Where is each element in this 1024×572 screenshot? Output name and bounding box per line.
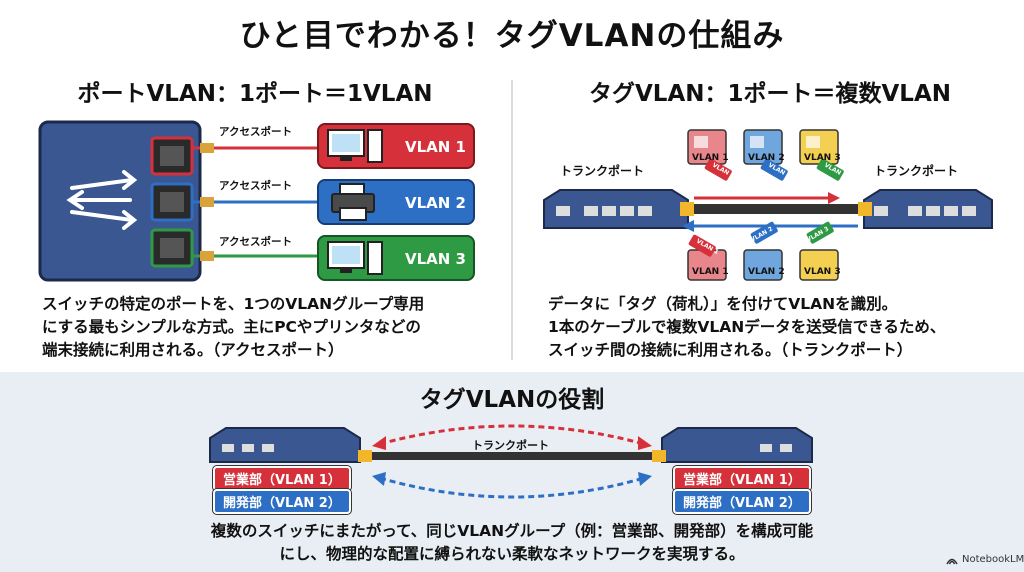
role-trunk-cable — [368, 452, 656, 460]
trunk-switch-right — [863, 189, 993, 229]
page-title: ひと目でわかる！タグVLANの仕組み — [239, 18, 785, 54]
packet-label-vlan-1-bottom: VLAN 1 — [692, 267, 729, 277]
pc-icon — [327, 241, 383, 275]
packet-label-vlan-3-bottom: VLAN 3 — [804, 267, 841, 277]
trunk-port-label-left: トランクポート — [560, 164, 645, 178]
access-port-label-1: アクセスポート — [219, 126, 292, 138]
tag-vlan-description: データに「タグ（荷札）」を付けてVLANを識別。 1本のケーブルで複数VLANデ… — [548, 295, 946, 359]
packet-label-vlan-1-top: VLAN 1 — [692, 153, 729, 163]
port-3 — [150, 228, 194, 268]
port-1 — [150, 136, 194, 176]
tag-vlan-role-heading: タグVLANの役割 — [419, 387, 605, 413]
tag-vlan-role-diagram — [209, 424, 813, 499]
role-switch-right — [661, 427, 813, 463]
port-vlan-description: スイッチの特定のポートを、1つのVLANグループ専用 にする最もシンプルな方式。… — [42, 295, 425, 359]
printer-icon — [331, 183, 375, 221]
packet-vlan-3-bottom — [799, 221, 839, 281]
packet-vlan-1-bottom — [687, 234, 727, 281]
tag-vlan-role-description: 複数のスイッチにまたがって、同じVLANグループ（例：営業部、開発部）を構成可能… — [210, 522, 814, 563]
connector-1 — [200, 143, 214, 153]
vlan-2-label: VLAN 2 — [405, 194, 466, 212]
tag-vlan-diagram: VLAN 1 VLAN 2 VLAN 3 VLAN 1 VLAN 2 VLAN … — [543, 129, 993, 281]
packet-vlan-1-top — [687, 129, 732, 181]
packet-label-vlan-2-top: VLAN 2 — [748, 153, 785, 163]
switching-arrows-icon — [66, 170, 138, 230]
arrow-right — [694, 192, 840, 204]
port-vlan-heading: ポートVLAN：1ポート＝1VLAN — [77, 81, 433, 107]
vlan-1-label: VLAN 1 — [405, 138, 466, 156]
port-vlan-diagram: VLAN 1 VLAN 2 VLAN 3 — [38, 120, 475, 282]
bottom-section-background — [0, 372, 1024, 572]
dept-dev-left: 開発部（VLAN 2） — [213, 489, 351, 514]
dept-dev-right: 開発部（VLAN 2） — [673, 489, 811, 514]
notebooklm-logo-icon — [946, 558, 958, 564]
packet-label-vlan-2-bottom: VLAN 2 — [748, 267, 785, 277]
dept-sales-left: 営業部（VLAN 1） — [213, 466, 351, 491]
notebooklm-watermark: NotebookLM — [946, 554, 1024, 565]
packet-label-vlan-3-top: VLAN 3 — [804, 153, 841, 163]
role-trunk-port-label: トランクポート — [472, 439, 549, 452]
connector-3 — [200, 251, 214, 261]
vlan-3-label: VLAN 3 — [405, 250, 466, 268]
trunk-switch-left — [543, 189, 689, 229]
role-connector-right — [652, 450, 666, 462]
pc-icon — [327, 129, 383, 163]
packet-vlan-2-bottom — [743, 221, 783, 281]
port-2 — [150, 182, 194, 222]
red-dashed-arrow — [372, 424, 652, 450]
role-connector-left — [358, 450, 372, 462]
trunk-connector-right — [858, 202, 872, 216]
role-switch-left — [209, 427, 361, 463]
packet-vlan-3-top — [799, 129, 844, 181]
tag-vlan-heading: タグVLAN：1ポート＝複数VLAN — [588, 81, 951, 107]
access-port-label-2: アクセスポート — [219, 180, 292, 192]
trunk-cable — [688, 204, 864, 214]
connector-2 — [200, 197, 214, 207]
packet-vlan-2-top — [743, 129, 788, 181]
access-port-label-3: アクセスポート — [219, 236, 292, 248]
trunk-connector-left — [680, 202, 694, 216]
blue-dashed-arrow — [372, 472, 652, 499]
trunk-port-label-right: トランクポート — [874, 164, 959, 178]
section-divider — [511, 80, 513, 360]
dept-sales-right: 営業部（VLAN 1） — [673, 466, 811, 491]
